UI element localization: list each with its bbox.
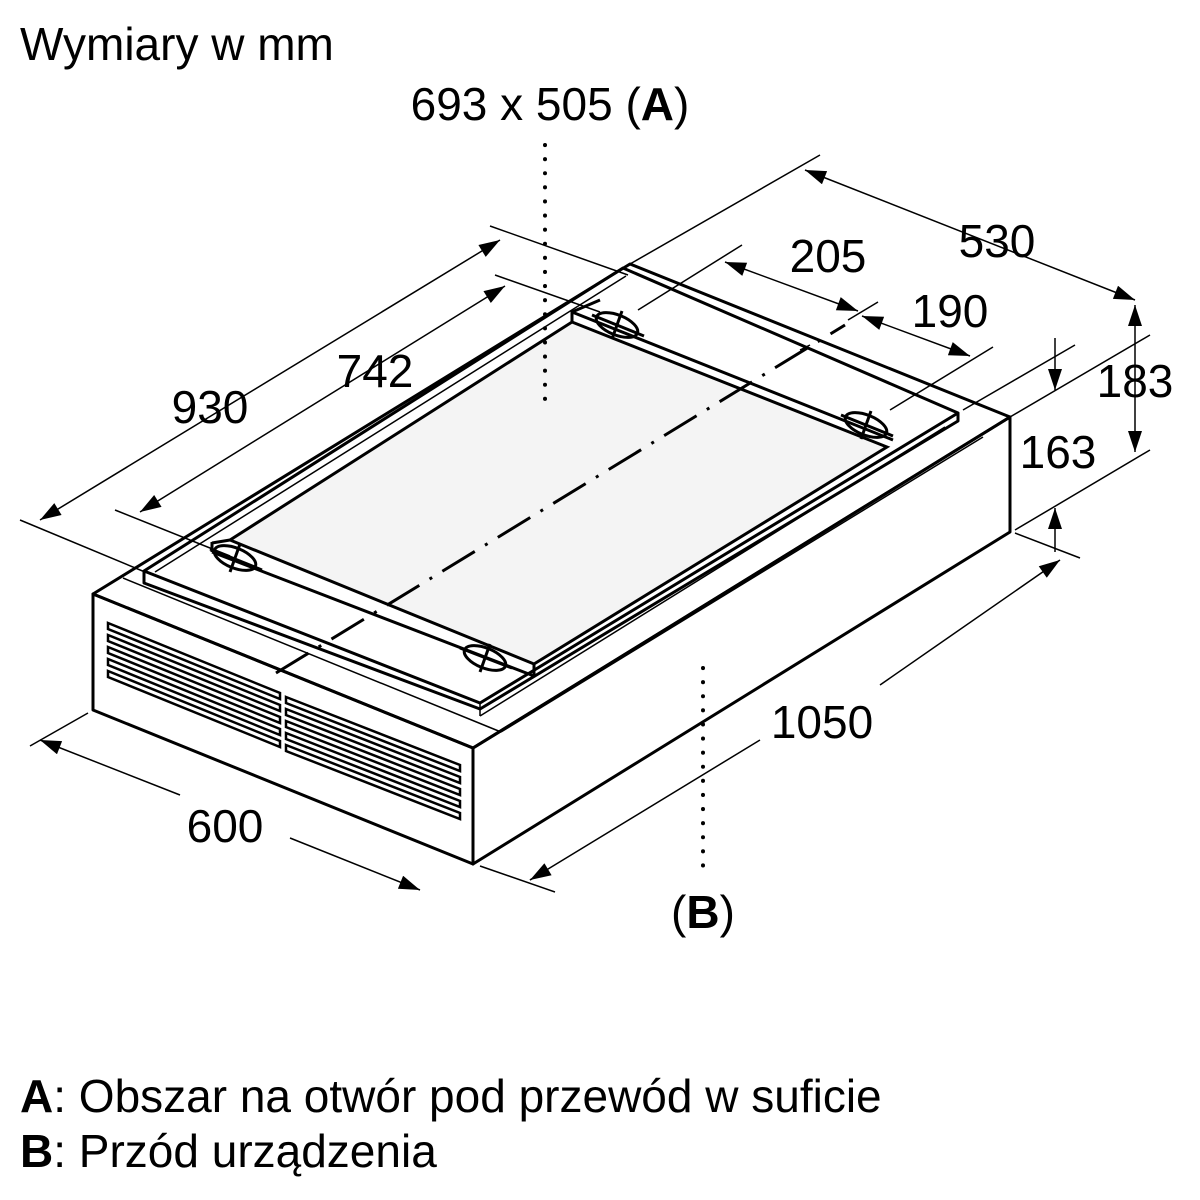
dim-205: 205 [790,230,867,282]
dim-183: 183 [1097,355,1174,407]
legend-item-b: B: Przód urządzenia [20,1125,437,1177]
front-label: (B) [671,886,735,938]
dimension-lines [19,154,1151,893]
vent-slat [284,743,462,821]
dim-530: 530 [959,215,1036,267]
filter-panel [226,320,891,666]
legend-item-a: A: Obszar na otwór pod przewód w suficie [20,1070,882,1122]
vent-grille [106,621,462,821]
vent-slat [106,657,282,737]
dim-742: 742 [337,345,414,397]
dim-600: 600 [187,800,264,852]
vent-slat [284,719,462,797]
vent-slat [284,695,462,773]
vent-slat [106,621,282,701]
title: Wymiary w mm [20,18,334,70]
bolt-icon [459,643,513,673]
vent-slat [284,731,462,809]
bolt-icon [840,410,894,440]
vent-slat [284,707,462,785]
center-line [275,323,846,675]
bolt-icon [591,310,645,340]
dim-930: 930 [172,381,249,433]
dim-1050: 1050 [771,696,873,748]
hood-box [91,262,1012,866]
vent-slat [106,633,282,713]
vent-slat [106,669,282,749]
vent-slat [106,645,282,725]
opening-label: 693 x 505 (A) [411,78,690,130]
dim-163: 163 [1020,426,1097,478]
dim-190: 190 [912,285,989,337]
